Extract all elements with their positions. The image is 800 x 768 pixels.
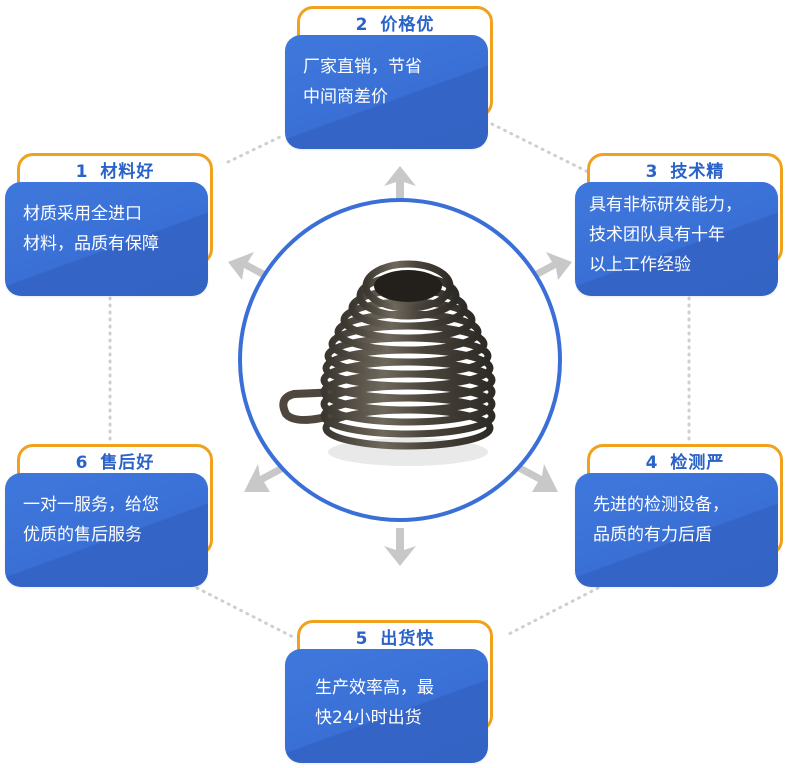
spring-image (279, 260, 496, 466)
card-text-line: 一对一服务，给您 (23, 495, 159, 515)
card-text-line: 以上工作经验 (589, 255, 691, 275)
card-text-line: 品质的有力后盾 (593, 525, 712, 545)
card-text-line: 技术团队具有十年 (589, 225, 725, 245)
card-panel: 厂家直销，节省 中间商差价 (285, 35, 488, 149)
card-text-line: 生产效率高，最 (315, 678, 434, 698)
card-panel: 一对一服务，给您 优质的售后服务 (5, 473, 208, 587)
card-text-line: 中间商差价 (303, 87, 388, 107)
card-text-line: 先进的检测设备， (593, 495, 729, 515)
card-panel: 材质采用全进口 材料，品质有保障 (5, 182, 208, 296)
card-panel: 具有非标研发能力， 技术团队具有十年 以上工作经验 (575, 182, 778, 296)
card-text-line: 材质采用全进口 (23, 204, 142, 224)
card-text-line: 优质的售后服务 (23, 525, 142, 545)
card-text-line: 材料，品质有保障 (23, 234, 159, 254)
card-text-line: 厂家直销，节省 (303, 57, 422, 77)
arrow-up-icon (384, 166, 416, 204)
arrow-down-icon (384, 528, 416, 566)
product-image-circle (238, 198, 562, 522)
card-panel: 生产效率高，最 快24小时出货 (285, 649, 488, 763)
card-panel: 先进的检测设备， 品质的有力后盾 (575, 473, 778, 587)
card-text-line: 快24小时出货 (315, 708, 422, 728)
card-text-line: 具有非标研发能力， (589, 195, 742, 215)
